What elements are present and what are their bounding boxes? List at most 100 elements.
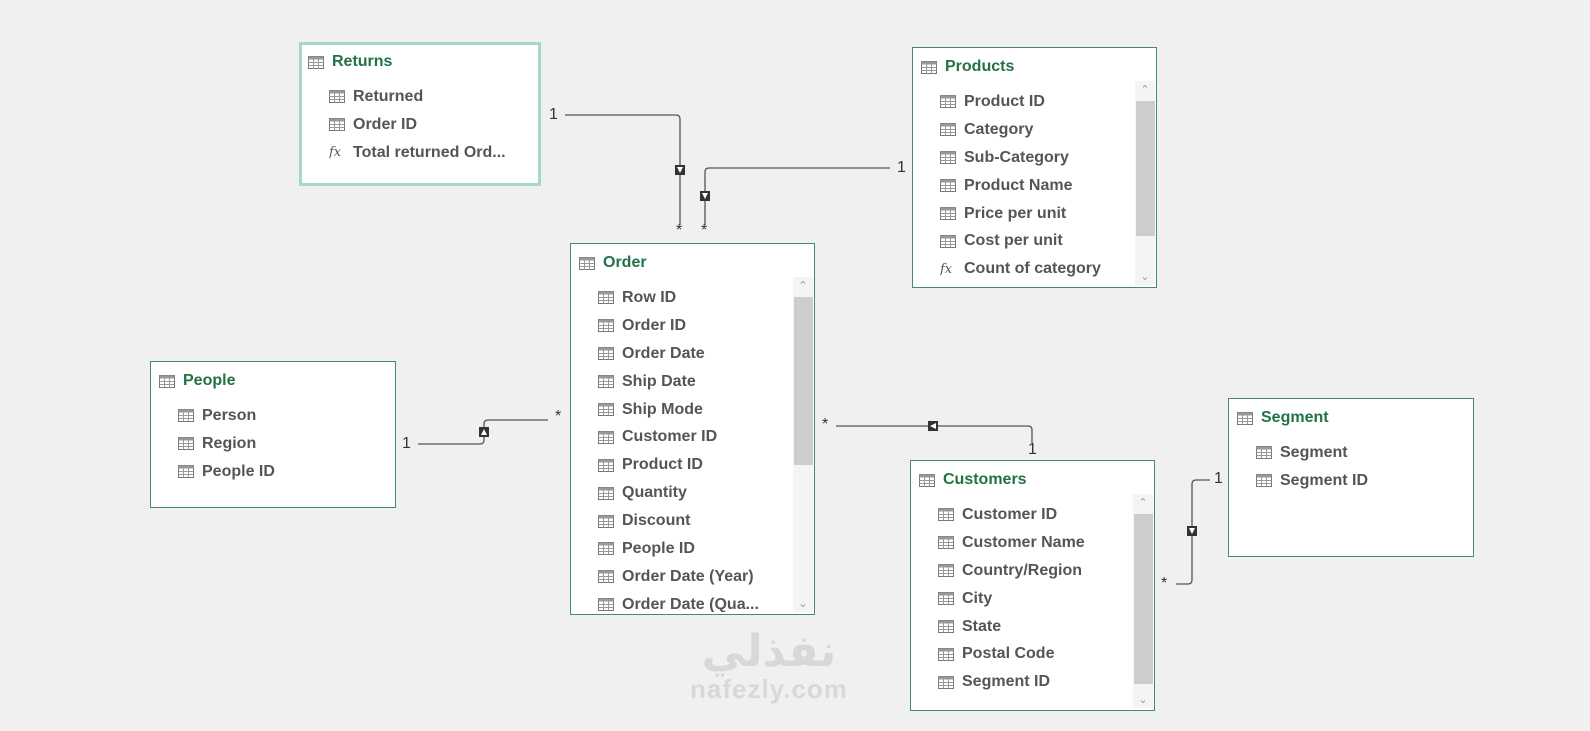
column-icon [598,458,614,472]
vertical-scrollbar[interactable]: ⌃⌄ [793,277,813,612]
field-item[interactable]: Returned [329,83,516,111]
field-item[interactable]: Cost per unit [940,227,1134,255]
scrollbar-thumb[interactable] [1136,101,1155,236]
field-name: Region [202,434,257,452]
field-item[interactable]: Ship Mode [598,396,792,424]
field-item[interactable]: Product ID [598,451,792,479]
field-item[interactable]: Discount [598,507,792,535]
scrollbar-thumb[interactable] [1134,514,1153,684]
table-title-label: Segment [1261,409,1329,426]
column-icon [329,90,345,104]
table-title-label: People [183,372,236,389]
column-icon [938,675,954,689]
vertical-scrollbar[interactable]: ⌃⌄ [1133,494,1153,708]
column-icon [940,179,956,193]
vertical-scrollbar[interactable]: ⌃⌄ [1135,81,1155,285]
column-icon [598,375,614,389]
column-icon [1256,446,1272,460]
field-item[interactable]: Person [178,402,373,430]
column-icon [598,514,614,528]
field-item[interactable]: Country/Region [938,557,1132,585]
column-icon [598,403,614,416]
field-name: Order Date (Qua... [622,595,759,612]
field-item[interactable]: Customer ID [598,423,792,451]
field-item[interactable]: City [938,585,1132,613]
field-item[interactable]: Price per unit [940,200,1134,228]
field-item[interactable]: Segment [1256,439,1451,467]
table-title[interactable]: Customers [919,471,1027,489]
column-icon [938,620,954,633]
scroll-up-icon[interactable]: ⌃ [1138,497,1148,509]
field-item[interactable]: Ship Date [598,368,792,396]
scroll-up-icon[interactable]: ⌃ [798,280,808,292]
scroll-up-icon[interactable]: ⌃ [1140,84,1150,96]
field-item[interactable]: Order ID [329,111,516,139]
field-item[interactable]: Sub-Category [940,144,1134,172]
field-item[interactable]: Order Date (Qua... [598,591,792,612]
field-item[interactable]: Order Date [598,340,792,368]
field-name: State [962,617,1002,635]
field-item[interactable]: People ID [598,535,792,563]
measure-fx-icon: fx [329,145,342,161]
field-item[interactable]: Order ID [598,312,792,340]
table-title[interactable]: Returns [308,53,392,71]
field-item[interactable]: Quantity [598,479,792,507]
column-icon [940,207,956,220]
direction-marker-icon [479,427,489,437]
field-item[interactable]: Customer ID [938,501,1132,529]
table-title[interactable]: Products [921,58,1014,76]
field-item[interactable]: Region [178,430,373,458]
field-name: Customer ID [962,505,1058,523]
table-title[interactable]: Segment [1237,409,1329,427]
field-item[interactable]: Postal Code [938,640,1132,668]
field-name: Product Name [964,176,1073,194]
scroll-down-icon[interactable]: ⌄ [1138,694,1148,706]
table-title[interactable]: Order [579,254,647,272]
field-item[interactable]: Segment ID [1256,467,1451,495]
field-item[interactable]: People ID [178,458,373,486]
field-item[interactable]: Row ID [598,284,792,312]
field-name: Person [202,406,257,424]
column-icon [938,508,954,522]
column-icon [598,542,614,556]
field-item[interactable]: Product Name [940,172,1134,200]
field-item[interactable]: Order Date (Year) [598,563,792,591]
column-icon [598,598,614,612]
cardinality-one: 1 [897,159,906,176]
field-name: Order ID [353,115,418,133]
column-icon [329,118,345,132]
field-item[interactable]: Product ID [940,88,1134,116]
column-icon [1256,474,1272,488]
column-icon [940,234,956,248]
direction-marker-icon [1187,526,1197,536]
field-name: Count of category [964,260,1101,278]
column-icon [938,564,954,578]
field-name: Customer Name [962,533,1085,551]
table-icon [919,473,935,487]
field-item[interactable]: Customer Name [938,529,1132,557]
cardinality-one: 1 [1214,470,1223,487]
field-item[interactable]: State [938,613,1132,641]
field-item[interactable]: Segment ID [938,668,1132,696]
scroll-down-icon[interactable]: ⌄ [798,598,808,610]
cardinality-many: * [1161,575,1168,592]
scrollbar-thumb[interactable] [794,297,813,465]
table-icon [159,374,175,388]
table-title[interactable]: People [159,372,235,390]
watermark-logo: نفذلي nafezly.com [690,626,848,705]
scroll-down-icon[interactable]: ⌄ [1140,271,1150,283]
column-icon [598,319,614,333]
field-item[interactable]: Category [940,116,1134,144]
column-icon [598,430,614,444]
